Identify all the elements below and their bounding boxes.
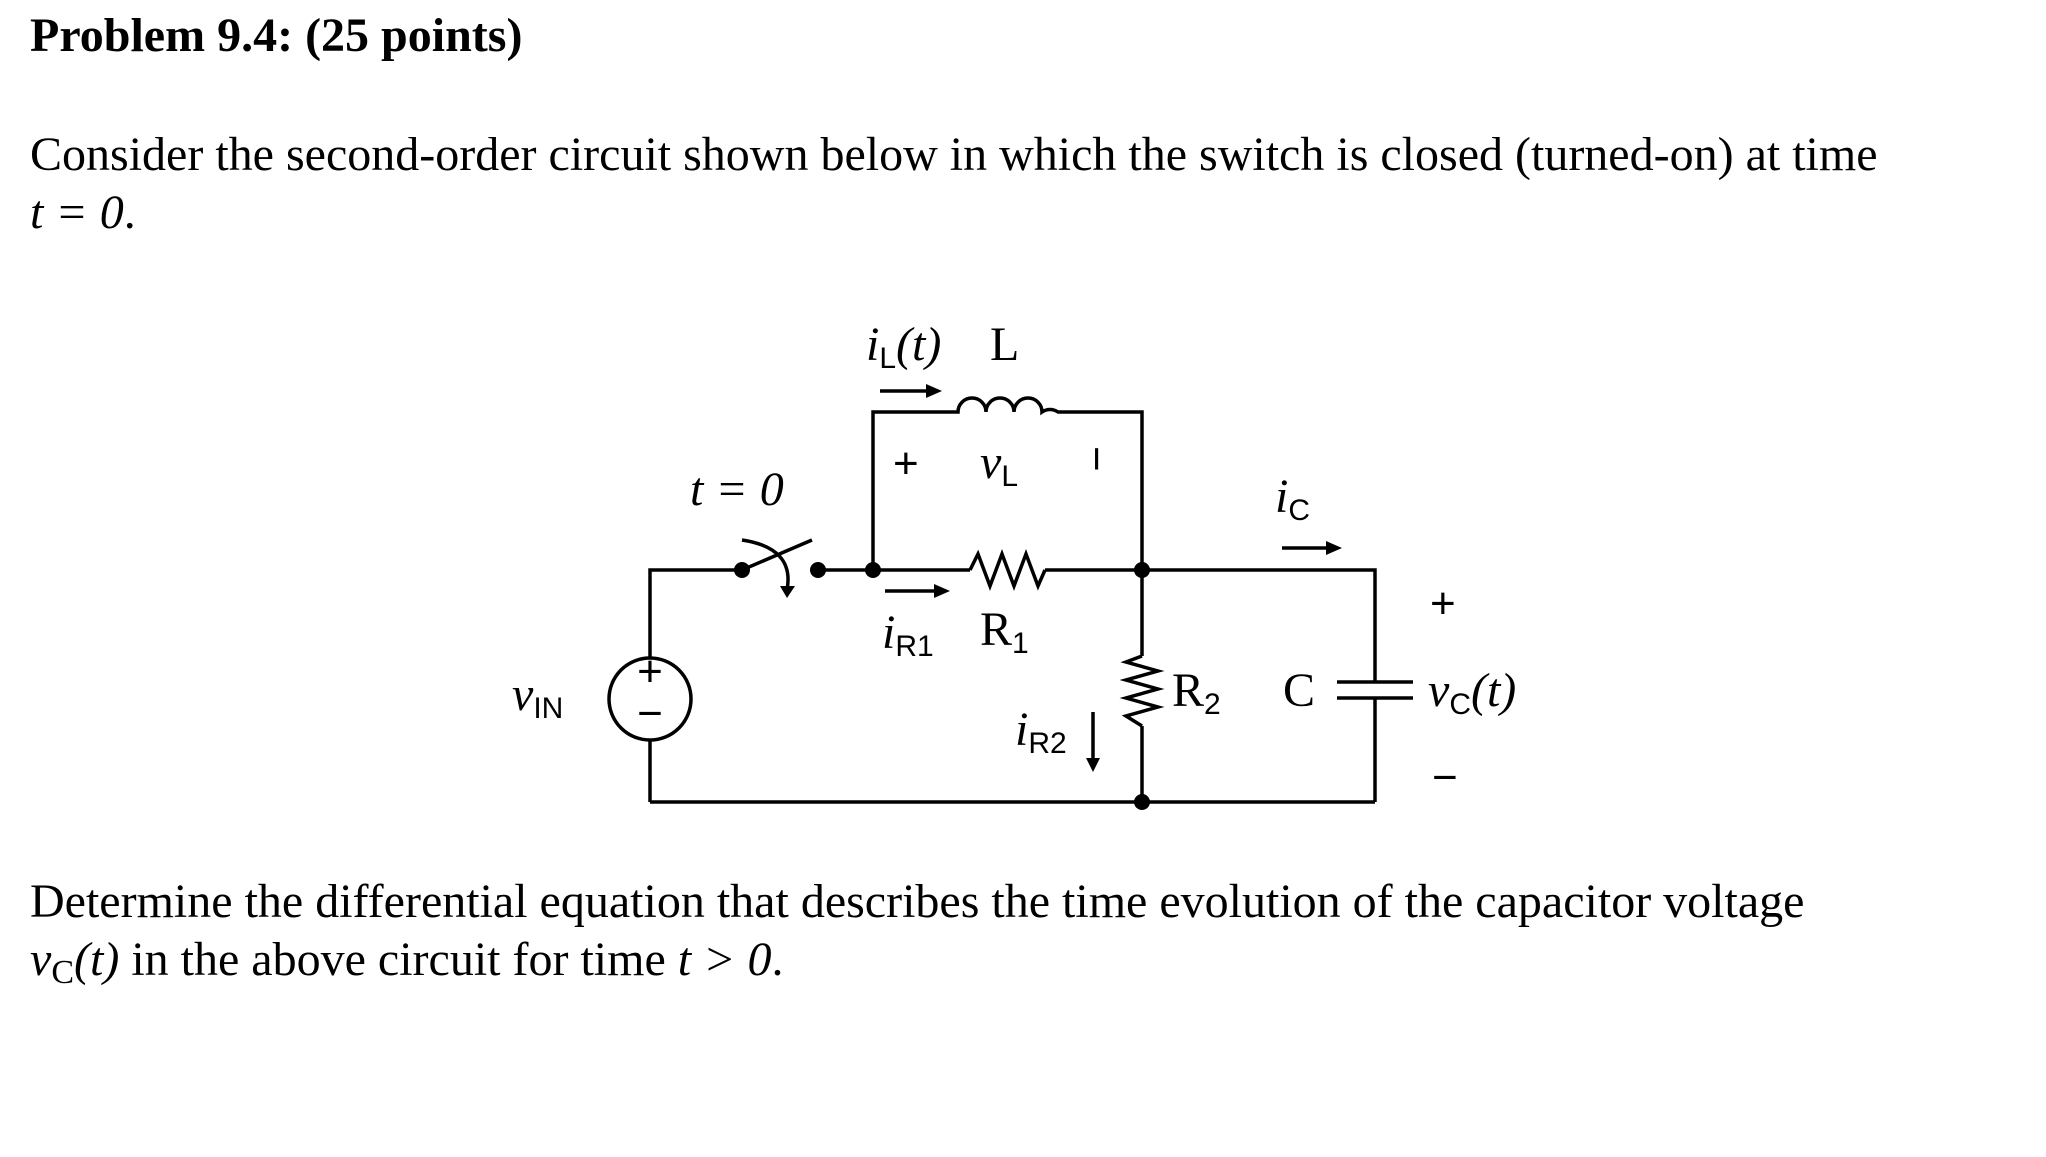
switch-contact	[810, 562, 826, 578]
capacitor-current-arrow	[1282, 541, 1342, 555]
switch-label: t = 0	[690, 463, 784, 516]
resistor-r1	[968, 549, 1047, 591]
inductor-current-label: iL(t)	[866, 318, 941, 375]
question-vc: v	[30, 933, 52, 986]
problem-intro: Consider the second-order circuit shown …	[30, 126, 1878, 242]
source-plus: +	[637, 647, 663, 696]
capacitor-plus: +	[1430, 579, 1456, 628]
inductor-name: L	[990, 318, 1019, 371]
node-b	[1134, 562, 1150, 578]
switch	[741, 538, 813, 598]
inductor	[945, 396, 1070, 416]
node-a	[865, 562, 881, 578]
capacitor-current-label: iC	[1275, 470, 1310, 527]
question-middle: in the above circuit for time	[119, 933, 678, 986]
intro-period: .	[123, 186, 136, 239]
node-ground	[1134, 794, 1150, 810]
r1-current-label: iR1	[882, 606, 934, 663]
capacitor-minus: −	[1432, 753, 1458, 802]
source-label: vIN	[512, 668, 563, 725]
question-vc-sub: C	[51, 954, 74, 991]
question-period: .	[771, 933, 784, 986]
r1-name: R1	[980, 603, 1029, 660]
resistor-r2	[1119, 654, 1165, 728]
r1-current-arrow	[885, 584, 950, 598]
r2-name: R2	[1172, 664, 1221, 721]
question-math: t > 0	[677, 933, 772, 986]
problem-title: Problem 9.4: (25 points)	[30, 9, 523, 62]
question-vc-arg: (t)	[74, 933, 120, 986]
inductor-voltage-label: vL	[980, 436, 1018, 493]
inductor-current-arrow	[880, 384, 942, 398]
capacitor-voltage-label: vC(t)	[1428, 664, 1516, 721]
question-text: Determine the differential equation that…	[30, 875, 1805, 928]
r2-current-arrow	[1086, 712, 1100, 772]
capacitor	[1337, 680, 1413, 700]
intro-math: t = 0	[30, 186, 124, 239]
intro-text: Consider the second-order circuit shown …	[30, 128, 1878, 181]
source-minus: −	[637, 689, 663, 738]
inductor-plus: +	[893, 439, 919, 488]
capacitor-name: C	[1283, 664, 1315, 717]
problem-question: Determine the differential equation that…	[30, 873, 1804, 1002]
voltage-source: + −	[607, 647, 693, 742]
circuit-wires	[648, 410, 1377, 804]
inductor-minus: −	[1072, 446, 1121, 472]
r2-current-label: iR2	[1015, 703, 1067, 760]
